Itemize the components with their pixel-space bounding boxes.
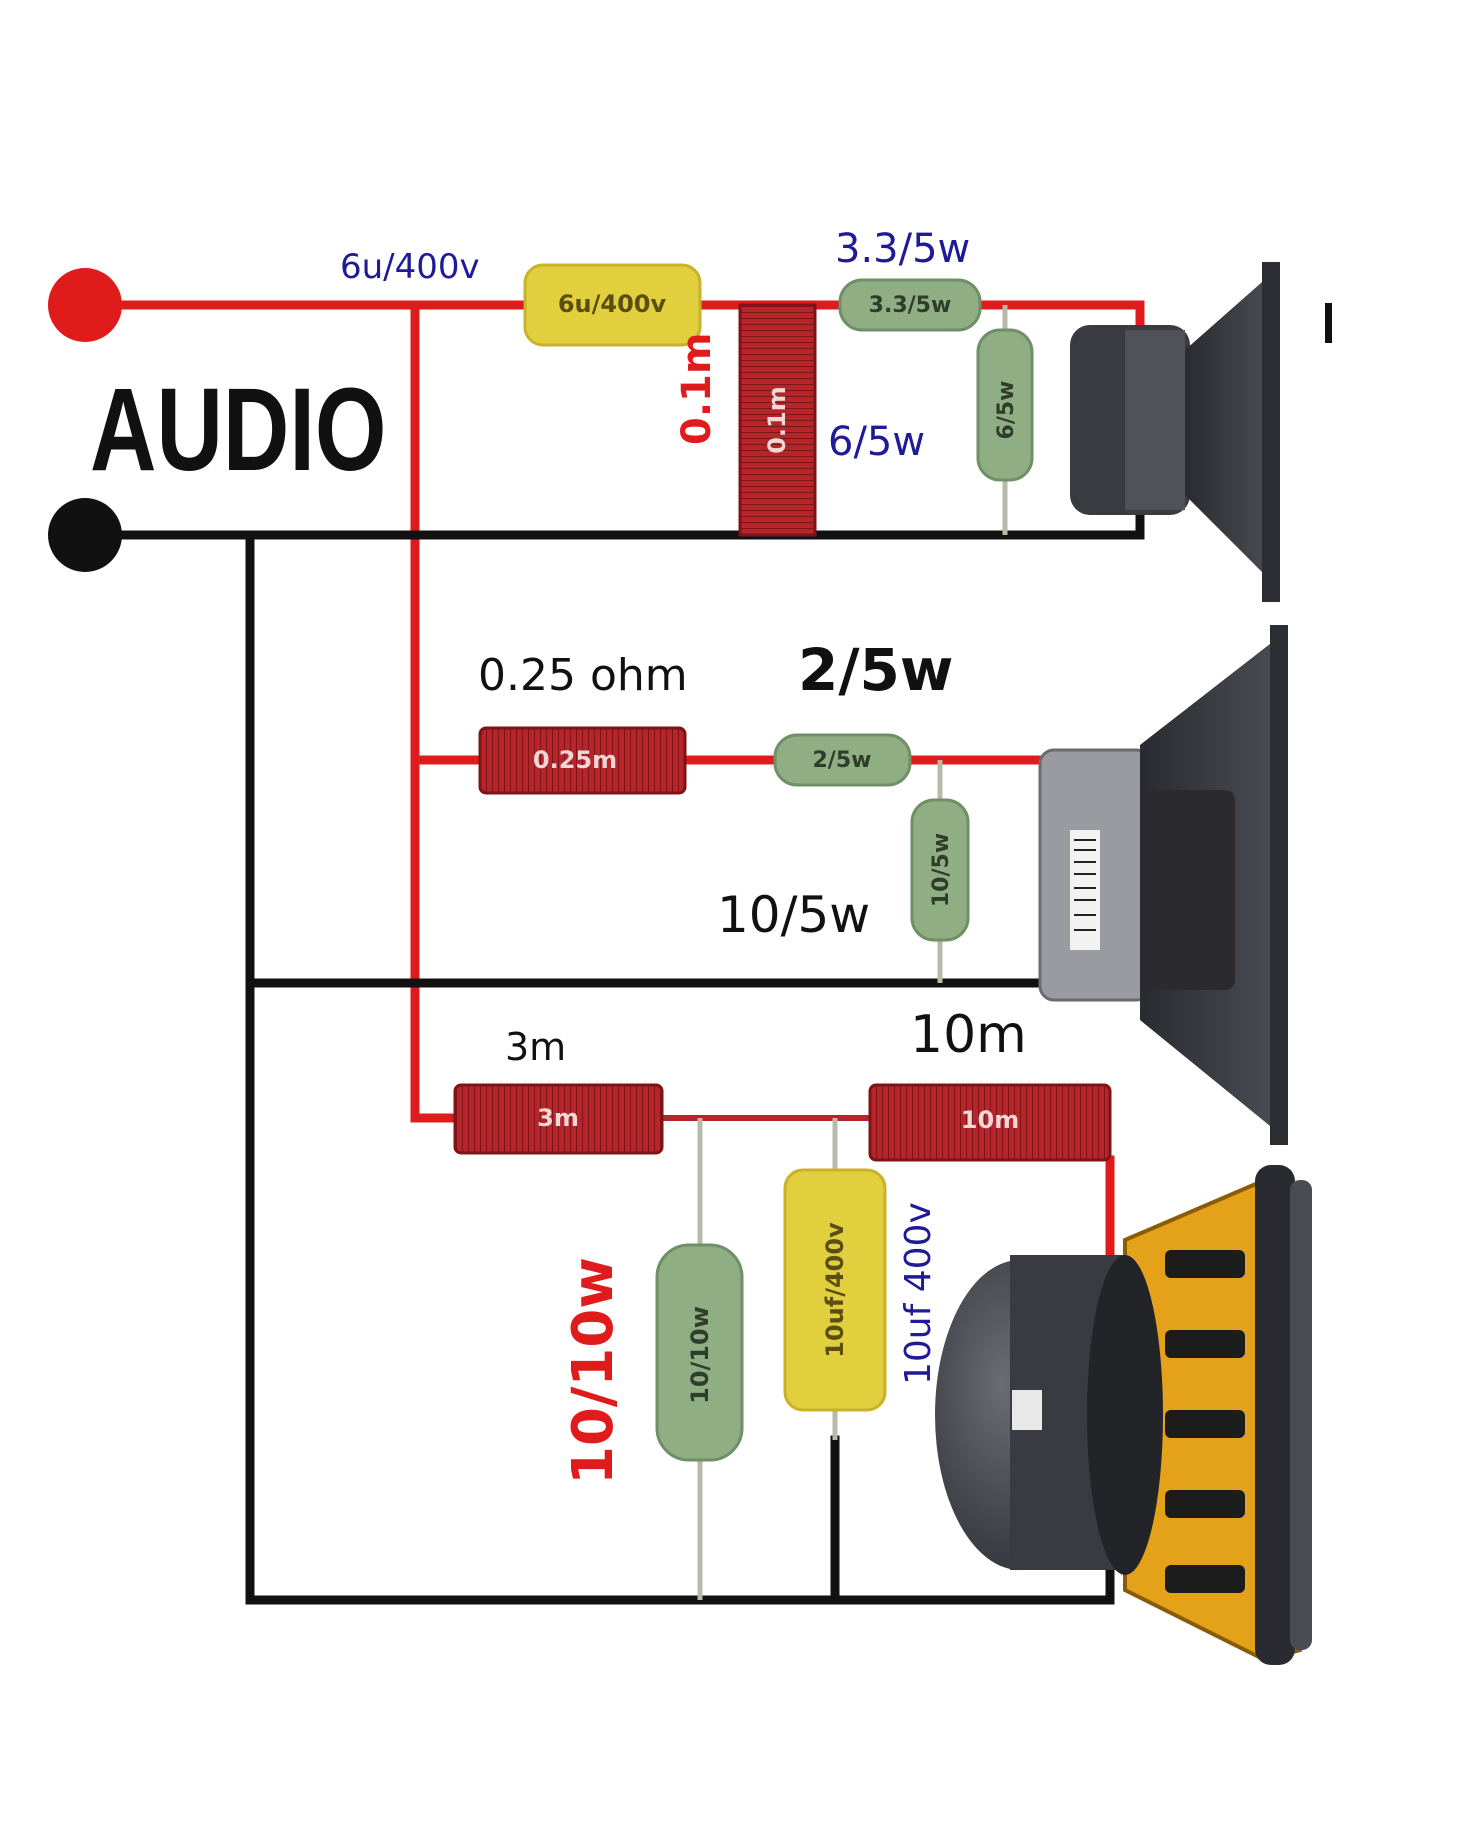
coil-bottom-1: 3m — [453, 1083, 664, 1155]
svg-text:10/5w: 10/5w — [929, 833, 954, 907]
label-res-top-shunt: 6/5w — [828, 419, 925, 465]
svg-text:3m: 3m — [537, 1104, 579, 1132]
woofer-speaker-icon — [935, 1165, 1312, 1665]
component-labels: 6u/400v 3.3/5w 6/5w 0.1m 0.25 ohm 2/5w 1… — [340, 226, 1027, 1485]
positive-terminal — [48, 268, 122, 342]
svg-text:6/5w: 6/5w — [994, 381, 1019, 440]
svg-text:3.3/5w: 3.3/5w — [869, 293, 952, 318]
label-coil-top: 0.1m — [674, 332, 720, 445]
negative-terminal — [48, 498, 122, 572]
label-cap-top: 6u/400v — [340, 247, 480, 287]
coil-mid: 0.25m — [478, 726, 687, 795]
label-res-bot: 10/10w — [561, 1257, 626, 1485]
diagram-title: AUDIO — [90, 364, 387, 496]
component-leads — [697, 305, 1008, 1600]
coil-top: 0.1m — [738, 303, 817, 537]
resistor-mid-shunt: 10/5w — [910, 798, 970, 942]
label-coil-mid: 0.25 ohm — [478, 650, 688, 701]
midrange-speaker-icon — [1038, 625, 1288, 1145]
resistor-top-shunt: 6/5w — [976, 328, 1034, 482]
capacitor-top: 6u/400v — [523, 263, 702, 347]
label-coil-bot-2: 10m — [910, 1005, 1027, 1065]
svg-text:6u/400v: 6u/400v — [558, 290, 667, 318]
coil-bottom-2: 10m — [868, 1083, 1112, 1162]
resistor-bottom: 10/10w — [655, 1243, 744, 1462]
resistor-top-series: 3.3/5w — [838, 278, 982, 332]
svg-text:10uf/400v: 10uf/400v — [821, 1222, 849, 1358]
svg-text:0.25m: 0.25m — [533, 746, 617, 774]
svg-text:10/10w: 10/10w — [686, 1306, 714, 1404]
tweeter-speaker-icon — [1070, 262, 1332, 602]
label-res-mid-shunt: 10/5w — [717, 886, 870, 944]
svg-text:2/5w: 2/5w — [813, 748, 872, 773]
label-cap-bot: 10uf 400v — [898, 1202, 939, 1385]
svg-text:0.1m: 0.1m — [763, 386, 791, 454]
resistor-mid-series: 2/5w — [773, 733, 912, 787]
label-res-mid-series: 2/5w — [798, 636, 953, 704]
svg-text:10m: 10m — [961, 1106, 1019, 1134]
capacitor-bottom: 10uf/400v — [783, 1168, 887, 1412]
label-res-top-series: 3.3/5w — [835, 226, 970, 272]
label-coil-bot-1: 3m — [505, 1025, 566, 1069]
